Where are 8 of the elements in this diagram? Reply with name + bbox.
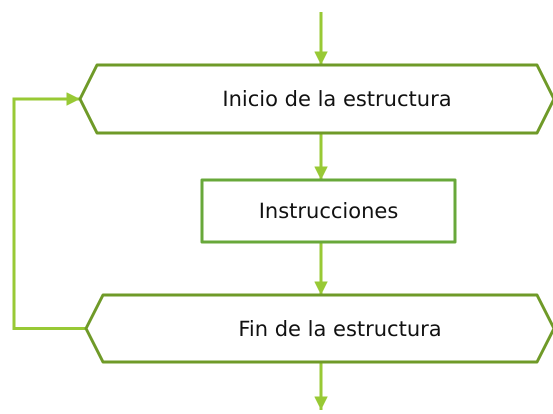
arrow xyxy=(314,242,328,295)
arrow xyxy=(314,133,328,180)
arrow xyxy=(314,12,328,65)
node-text: Fin de la estructura xyxy=(238,316,442,340)
node-text: Instrucciones xyxy=(258,199,398,223)
arrow xyxy=(314,362,328,410)
node-text: Inicio de la estructura xyxy=(222,87,452,111)
arrow xyxy=(12,92,86,330)
